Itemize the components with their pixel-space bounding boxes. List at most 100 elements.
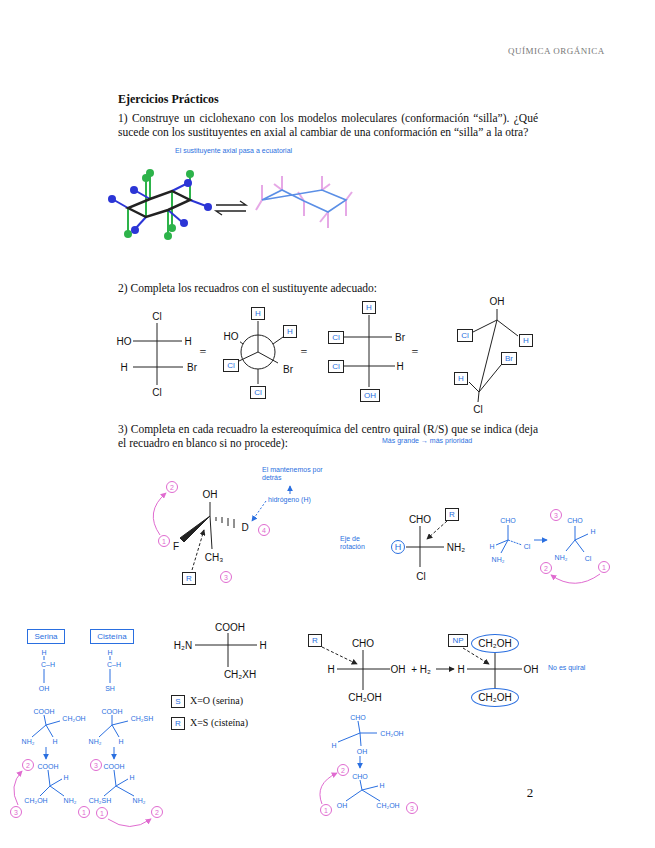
priority-circle: 3: [90, 759, 102, 771]
bond-line: [210, 516, 212, 549]
model-ball: [204, 203, 212, 211]
handwritten-note: hidrógeno (H): [268, 496, 311, 503]
handwritten-atom: COOH: [101, 708, 124, 715]
model-ball: [130, 186, 138, 194]
node-text: H: [366, 303, 372, 312]
sketch-bond: [46, 721, 60, 725]
atom-label: CHO: [351, 638, 375, 649]
bond-line: [495, 653, 496, 688]
model-ball: [186, 170, 194, 178]
atom-label: H: [326, 664, 335, 675]
node-text: H: [287, 327, 293, 336]
priority-circle: 2: [166, 481, 178, 493]
priority-circle: 1: [320, 804, 332, 816]
priority-arrow: [320, 773, 337, 804]
sketch-arrow: [46, 747, 47, 759]
node-text: OH: [364, 391, 376, 400]
axial-stick: [127, 208, 129, 232]
answer-box: R: [308, 634, 322, 647]
node-text: 1: [162, 538, 166, 545]
sketch-bond: [110, 656, 111, 660]
hash-bond: [216, 517, 217, 521]
atom-label: H₂N: [173, 640, 193, 651]
handwritten-atom: SH: [104, 685, 116, 692]
equals-sign: =: [301, 345, 308, 360]
handwritten-atom: CH₂OH: [379, 730, 404, 737]
handwritten-atom: COOH: [33, 708, 56, 715]
atom-label: HO: [223, 331, 240, 342]
half-arrow: [216, 201, 246, 205]
equatorial-stick: [136, 217, 146, 228]
answer-box: Cl: [328, 360, 344, 373]
stick: [281, 176, 283, 190]
priority-circle: 3: [10, 806, 22, 818]
answer-box: H: [362, 301, 376, 314]
handwritten-atom: CHO: [499, 517, 517, 524]
sketch-bond: [338, 733, 360, 742]
sketch-bond: [40, 786, 50, 796]
node-text: 2: [155, 809, 159, 816]
priority-circle: 4: [258, 524, 270, 536]
sketch-bond: [104, 786, 116, 796]
sketch-bond: [360, 780, 362, 790]
handwritten-atom: COOH: [37, 763, 60, 770]
half-arrow: [216, 211, 246, 215]
hash-bond: [228, 518, 229, 526]
answer-box: R: [445, 508, 459, 521]
name-box: Serina: [27, 629, 65, 644]
sawhorse: [469, 309, 518, 402]
atom-label: COOH: [214, 622, 246, 633]
option-text: X=S (cisteína): [190, 717, 248, 728]
sketch-bond: [360, 733, 361, 746]
sketch-bond: [50, 786, 64, 796]
bond-line: [228, 633, 229, 667]
circled-group: CH₂OH: [471, 688, 519, 707]
node-text: Cl: [461, 331, 469, 340]
node-text: Cl: [332, 333, 340, 342]
model-ball: [146, 169, 154, 177]
sketch-arrow: [114, 747, 115, 759]
bond-line: [258, 369, 259, 384]
handwritten-note: No es quiral: [548, 664, 585, 671]
node-text: 3: [94, 762, 98, 769]
molecule-b: [406, 521, 447, 567]
sketch-bond: [566, 540, 575, 551]
node-text: 1: [602, 564, 606, 571]
node-text: Serina: [34, 632, 57, 641]
answer-box: Br: [501, 352, 517, 365]
bond-line: [157, 323, 158, 385]
exercise-text: 2) Completa los recuadros con el sustitu…: [118, 281, 538, 295]
hash-bond: [222, 517, 223, 523]
handwritten-atom: H: [117, 738, 124, 745]
node-text: R: [312, 636, 318, 645]
priority-arrow: [14, 771, 22, 805]
atom-label: H: [258, 640, 267, 651]
sketch-bond: [508, 540, 522, 545]
handwritten-atom: NH₂: [63, 797, 78, 804]
atom-label: OH: [523, 664, 540, 675]
node-text: Cl: [332, 362, 340, 371]
handwritten-atom: H: [330, 742, 337, 749]
handwritten-atom: NH₂: [88, 738, 103, 745]
atom-label: Br: [394, 332, 406, 343]
answer-box: Cl: [328, 331, 344, 344]
answer-box: Cl: [223, 359, 239, 372]
priority-circle: 3: [220, 571, 232, 583]
sketch-bond: [44, 715, 46, 725]
node-text: R: [186, 574, 192, 583]
sketch-bond: [32, 725, 46, 737]
sketch-bond: [360, 733, 377, 734]
node-text: 3: [224, 574, 228, 581]
node-text: 4: [262, 527, 266, 534]
handwritten-atom: NH₂: [132, 797, 147, 804]
model-ball: [164, 232, 172, 240]
equals-sign: =: [200, 345, 207, 360]
sketch-arrow: [534, 540, 547, 541]
name-box: Cisteína: [90, 629, 134, 644]
axial-stick: [145, 180, 147, 217]
equatorial-stick: [136, 191, 150, 199]
sketch-bond: [508, 525, 509, 540]
atom-label: Cl: [415, 571, 426, 582]
bond-line: [258, 321, 259, 352]
handwritten-atom: CH₂SH: [130, 715, 155, 722]
